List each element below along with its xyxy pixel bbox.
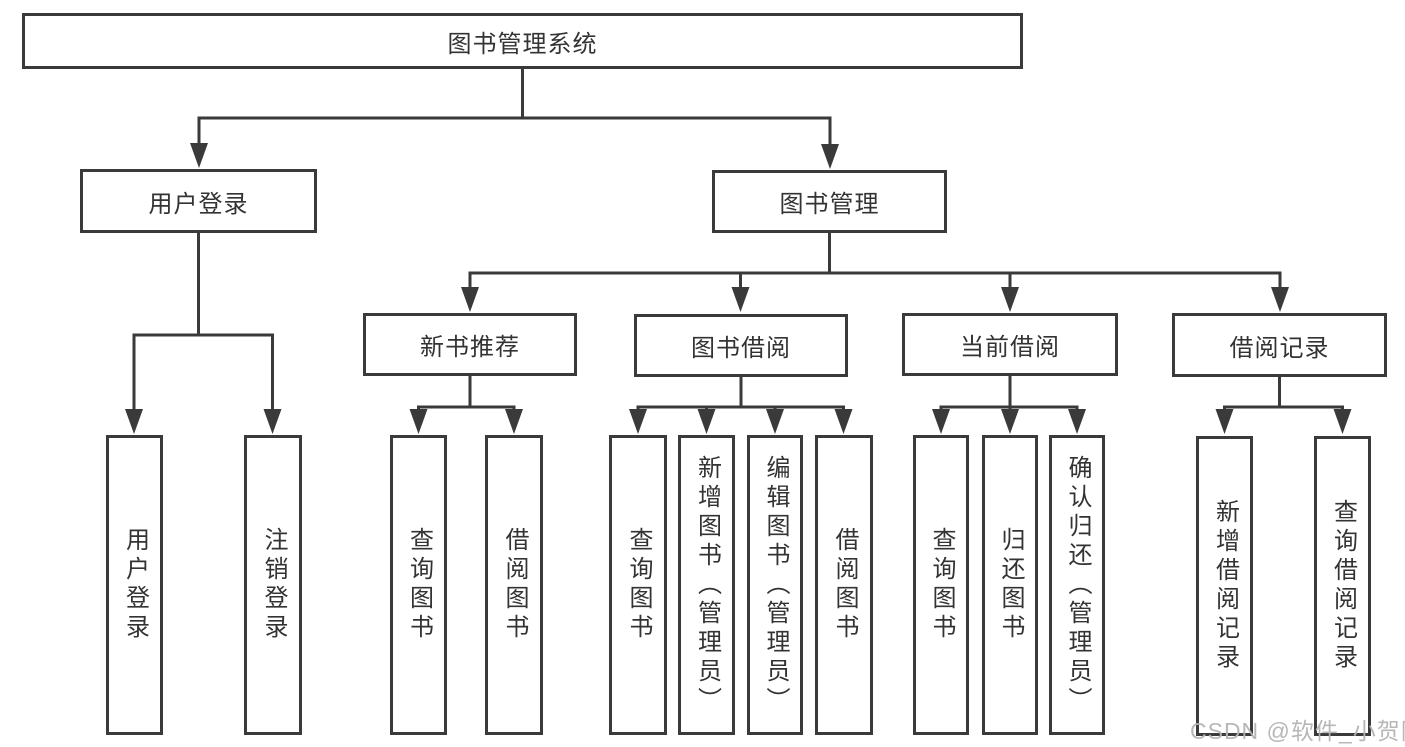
leaf-newbooks-borrow-label: 借阅图书 [501,527,528,643]
node-root-label: 图书管理系统 [447,30,598,58]
leaf-current-return-label: 归还图书 [997,527,1024,643]
leaf-newbooks-query-label: 查询图书 [405,527,433,643]
leaf-newbooks-query: 查询图书 [390,435,447,735]
leaf-current-return: 归还图书 [982,435,1038,735]
node-book-mgmt: 图书管理 [712,170,947,233]
leaf-borrowing-add-label: 新增图书（管理员） [693,454,721,716]
leaf-borrowing-edit: 编辑图书（管理员） [747,435,803,735]
leaf-borrowing-borrow-label: 借阅图书 [831,527,858,643]
node-book-borrowing-label: 图书借阅 [691,335,791,362]
leaf-records-add: 新增借阅记录 [1196,436,1253,736]
node-book-mgmt-label: 图书管理 [779,191,880,218]
leaf-borrowing-query: 查询图书 [609,435,667,735]
leaf-borrowing-borrow: 借阅图书 [815,435,873,735]
node-current-borrowing-label: 当前借阅 [960,334,1060,361]
node-current-borrowing: 当前借阅 [902,313,1118,376]
node-borrow-records: 借阅记录 [1172,313,1387,377]
leaf-current-confirm-label: 确认归还（管理员） [1064,454,1091,716]
leaf-user-login-label: 用户登录 [121,527,149,643]
arrowheads [125,143,1352,434]
node-borrow-records-label: 借阅记录 [1229,334,1330,362]
leaf-current-query-label: 查询图书 [928,527,955,643]
leaf-logout: 注销登录 [244,435,302,735]
leaf-records-add-label: 新增借阅记录 [1211,499,1239,673]
leaf-records-query-label: 查询借阅记录 [1329,499,1357,673]
node-user-login: 用户登录 [80,169,317,233]
csdn-watermark: CSDN @软件_小贺同学 [1190,718,1405,744]
node-user-login-label: 用户登录 [148,190,249,218]
leaf-borrowing-edit-label: 编辑图书（管理员） [762,454,789,716]
leaf-current-query: 查询图书 [913,435,969,735]
leaf-user-login: 用户登录 [106,435,163,735]
leaf-borrowing-add: 新增图书（管理员） [678,435,735,735]
node-new-books-label: 新书推荐 [420,334,520,361]
leaf-current-confirm: 确认归还（管理员） [1049,435,1105,735]
node-root: 图书管理系统 [22,13,1023,69]
node-new-books: 新书推荐 [363,313,577,376]
node-book-borrowing: 图书借阅 [634,314,848,377]
leaf-logout-label: 注销登录 [260,527,287,643]
leaf-borrowing-query-label: 查询图书 [625,527,652,643]
leaf-records-query: 查询借阅记录 [1314,436,1371,736]
leaf-newbooks-borrow: 借阅图书 [485,435,543,735]
